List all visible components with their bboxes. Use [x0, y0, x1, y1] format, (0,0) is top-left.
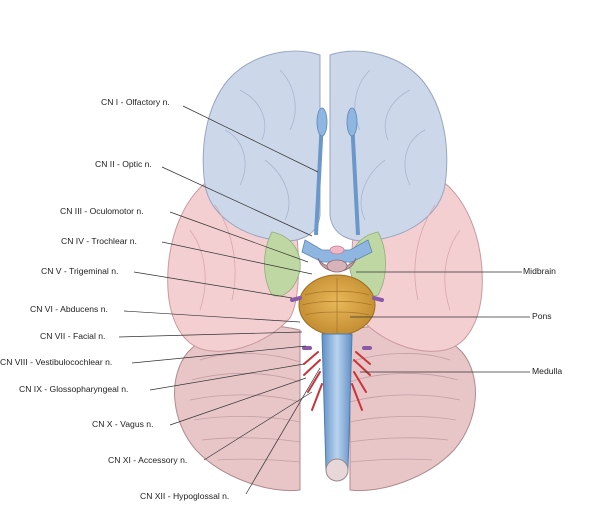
label-cn11-accessory: CN XI - Accessory n.	[108, 455, 188, 465]
leader-cn12	[245, 367, 321, 495]
label-cn2-optic: CN II - Optic n.	[95, 159, 152, 169]
leader-cn2	[161, 166, 313, 237]
leader-lines	[118, 105, 530, 495]
label-medulla: Medulla	[532, 366, 563, 376]
pituitary-stalk	[329, 245, 345, 255]
frontal-gyri	[224, 69, 426, 221]
leader-cn3	[169, 211, 309, 263]
mammillary-bodies	[326, 259, 348, 273]
label-cn3-oculomotor: CN III - Oculomotor n.	[60, 206, 144, 216]
cranial-nerve-stubs	[290, 296, 384, 411]
label-cn10-vagus: CN X - Vagus n.	[92, 419, 154, 429]
label-cn8-vestibulocochlear: CN VIII - Vestibulocochlear n.	[0, 357, 113, 367]
olfactory-bulb-left	[316, 107, 328, 137]
label-pons: Pons	[532, 311, 552, 321]
leader-cn9	[149, 363, 305, 391]
label-cn1-olfactory: CN I - Olfactory n.	[101, 97, 170, 107]
label-cn9-glossopharyngeal: CN IX - Glossopharyngeal n.	[19, 384, 129, 394]
leader-cn8	[131, 345, 307, 364]
medulla	[321, 333, 353, 471]
label-cn6-abducens: CN VI - Abducens n.	[30, 304, 108, 314]
cerebellum-left	[174, 325, 301, 492]
leader-cn5	[133, 271, 293, 299]
leader-cn1	[182, 105, 319, 173]
label-cn5-trigeminal: CN V - Trigeminal n.	[41, 266, 119, 276]
leader-cn7	[118, 331, 303, 338]
frontal-lobe-right	[329, 50, 448, 242]
leader-cn10	[169, 377, 307, 426]
pons-fibers	[301, 278, 373, 334]
leader-cn6	[123, 310, 301, 323]
label-cn7-facial: CN VII - Facial n.	[40, 331, 106, 341]
label-cn4-trochlear: CN IV - Trochlear n.	[61, 236, 137, 246]
frontal-lobe-left	[202, 50, 321, 242]
temporal-gyri	[189, 204, 461, 311]
label-midbrain: Midbrain	[523, 266, 556, 276]
olfactory-bulb-right	[346, 107, 358, 137]
cerebellum-right	[349, 325, 476, 492]
spinal-cord-section	[325, 458, 349, 482]
insula-left	[264, 231, 301, 297]
leader-cn11	[203, 391, 313, 461]
cerebellum-folia	[189, 353, 461, 463]
leader-cn4	[161, 241, 313, 275]
label-cn12-hypoglossal: CN XII - Hypoglossal n.	[140, 491, 230, 501]
